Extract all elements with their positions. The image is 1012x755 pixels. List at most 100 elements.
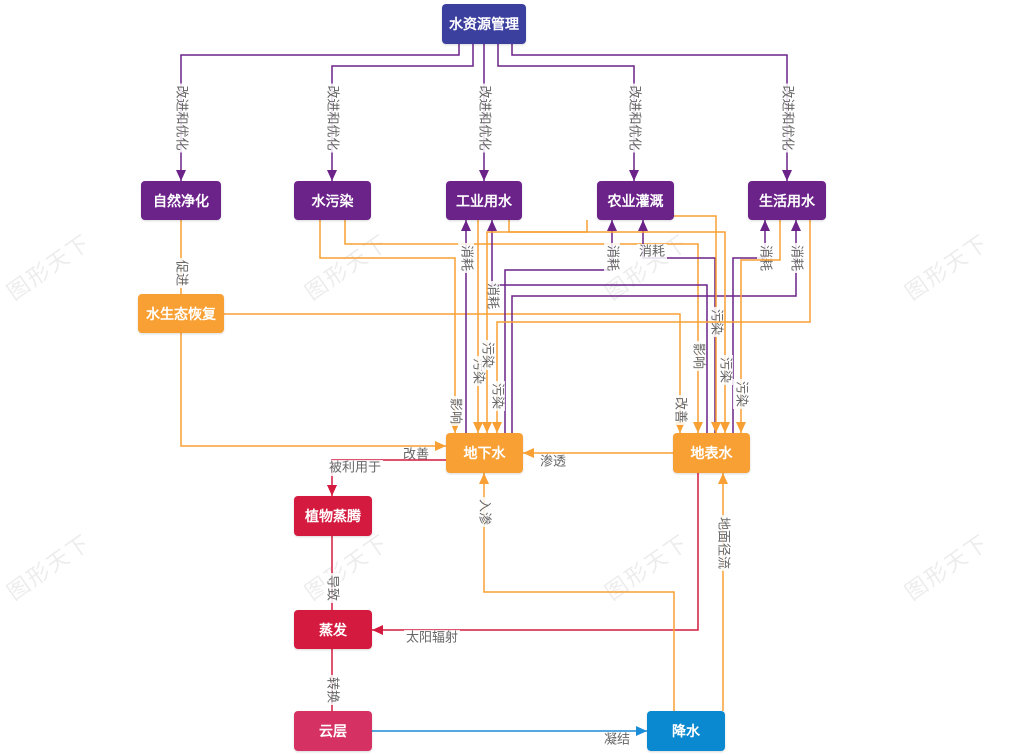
- edge-line: [331, 44, 474, 181]
- arrowhead-icon: [638, 220, 648, 231]
- arrowhead-icon: [435, 441, 446, 451]
- edge-line: [372, 473, 699, 631]
- arrowhead-icon: [782, 170, 792, 181]
- arrowhead-icon: [461, 220, 471, 231]
- node-precip[interactable]: 降水: [647, 711, 725, 751]
- arrowhead-icon: [176, 170, 186, 181]
- edge-eco_restore-to-surface: 改善: [224, 313, 689, 433]
- edge-label-background: [476, 497, 492, 527]
- edge-line: [483, 473, 675, 711]
- node-label: 云层: [319, 724, 347, 740]
- edge-label: 污染: [490, 383, 505, 409]
- edge-line: [508, 220, 726, 433]
- edge-line: [180, 333, 446, 447]
- arrowhead-icon: [327, 485, 337, 496]
- edge-label-background: [779, 83, 795, 153]
- node-evaporation[interactable]: 蒸发: [294, 610, 372, 649]
- edge-label-background: [715, 515, 731, 571]
- edge-label: 污染: [734, 381, 749, 407]
- edge-label: 促进: [174, 260, 189, 286]
- node-natural-purify[interactable]: 自然净化: [141, 181, 221, 220]
- edge-label-background: [788, 243, 804, 273]
- arrowhead-icon: [736, 422, 746, 433]
- edge-label: 导致: [325, 575, 340, 601]
- edge-label: 改进和优化: [780, 85, 795, 150]
- edge-surface-to-industrial: 消耗: [484, 220, 708, 433]
- node-label: 生活用水: [759, 193, 815, 210]
- edge-label-background: [324, 83, 340, 153]
- edge-line: [674, 215, 717, 433]
- node-label: 自然净化: [153, 193, 209, 210]
- arrowhead-icon: [720, 422, 730, 433]
- node-water-pollution[interactable]: 水污染: [294, 181, 371, 220]
- edge-line: [511, 44, 788, 181]
- edge-eco_restore-to-groundwater: 改善: [180, 333, 446, 463]
- edge-label: 太阳辐射: [406, 630, 458, 646]
- arrowhead-icon: [327, 170, 337, 181]
- edge-label: 改进和优化: [627, 85, 642, 150]
- node-surface[interactable]: 地表水: [673, 433, 750, 473]
- node-cloud[interactable]: 云层: [294, 711, 372, 751]
- edge-label-background: [173, 83, 189, 153]
- edge-surface-to-groundwater: 渗透: [523, 448, 673, 470]
- edge-domestic-to-surface: 污染: [733, 220, 781, 433]
- edge-industrial-to-surface: 污染: [508, 220, 733, 433]
- edge-label: 消耗: [459, 245, 474, 271]
- edge-label-background: [484, 281, 500, 311]
- edge-label: 污染: [718, 357, 733, 383]
- node-water-mgmt[interactable]: 水资源管理: [442, 4, 526, 44]
- edge-label-background: [173, 258, 189, 288]
- edge-label: 影响: [691, 343, 707, 369]
- arrowhead-icon: [479, 473, 489, 484]
- edge-label: 改进和优化: [477, 85, 492, 150]
- edge-label: 污染: [480, 342, 495, 368]
- edge-label-background: [604, 243, 620, 273]
- edge-groundwater-to-domestic: 消耗: [511, 220, 804, 433]
- edge-line: [486, 220, 588, 433]
- edge-label-background: [479, 340, 495, 370]
- edge-natural_purify-to-eco_restore: 促进: [173, 220, 189, 294]
- edge-domestic-to-groundwater: 污染: [489, 220, 811, 433]
- edge-surface-to-agri: 消耗: [637, 220, 716, 433]
- node-label: 工业用水: [456, 193, 512, 210]
- node-label: 降水: [672, 724, 700, 740]
- edge-label: 消耗: [485, 283, 500, 309]
- edge-transpiration-to-evaporation: 导致: [324, 536, 340, 610]
- node-label: 农业灌溉: [607, 193, 664, 210]
- node-agri[interactable]: 农业灌溉: [597, 181, 674, 220]
- arrowhead-icon: [487, 220, 497, 231]
- edge-water_mgmt-to-natural_purify: 改进和优化: [173, 44, 460, 181]
- edge-label-background: [626, 83, 642, 153]
- edge-precip-to-surface: 地面径流: [715, 473, 731, 711]
- edge-label: 转换: [325, 677, 340, 703]
- edge-label: 地面径流: [716, 517, 731, 569]
- arrowhead-icon: [636, 726, 647, 736]
- edge-water_pollution-to-surface: 影响: [344, 220, 707, 433]
- node-transpiration[interactable]: 植物蒸腾: [294, 496, 372, 536]
- node-label: 水资源管理: [449, 17, 519, 33]
- node-industrial[interactable]: 工业用水: [446, 181, 522, 220]
- edge-groundwater-to-industrial: 消耗: [458, 220, 474, 433]
- arrowhead-icon: [372, 625, 383, 635]
- edge-water_mgmt-to-industrial: 改进和优化: [476, 44, 492, 181]
- edge-label-background: [538, 454, 568, 470]
- node-groundwater[interactable]: 地下水: [446, 433, 523, 473]
- node-eco-restore[interactable]: 水生态恢复: [138, 294, 224, 333]
- edge-label-background: [637, 244, 667, 260]
- edge-line: [180, 44, 460, 181]
- arrowhead-icon: [607, 220, 617, 231]
- edge-label: 消耗: [605, 245, 620, 271]
- node-domestic[interactable]: 生活用水: [748, 181, 826, 220]
- edge-label: 消耗: [758, 245, 773, 271]
- arrowhead-icon: [492, 422, 502, 433]
- edge-line: [496, 220, 811, 433]
- edge-label-background: [672, 395, 688, 425]
- edge-cloud-to-precip: 凝结: [372, 726, 647, 748]
- node-label: 地表水: [690, 446, 733, 462]
- edge-label-background: [602, 732, 632, 748]
- edge-water_mgmt-to-agri: 改进和优化: [497, 44, 642, 181]
- edge-label: 入渗: [477, 499, 492, 525]
- edge-surface-to-domestic: 消耗: [732, 220, 773, 433]
- arrowhead-icon: [711, 422, 721, 433]
- edge-label-background: [476, 83, 492, 153]
